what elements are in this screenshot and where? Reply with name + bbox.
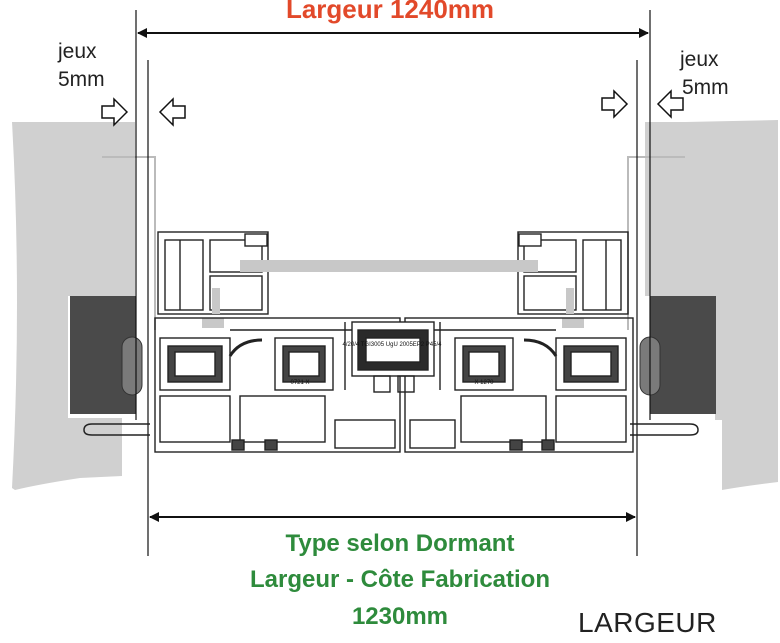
left-drip-profile [83, 423, 150, 436]
gap-right-line1: jeux [680, 48, 719, 71]
gap-arrow-right-out [656, 89, 684, 119]
gap-arrow-right-in [601, 89, 629, 119]
glass-spec-mark: 4/20/4 TGI3005 UgU 2005EP2 P45/4 [343, 342, 443, 348]
gap-left-line1: jeux [58, 40, 97, 63]
right-dark-block [650, 296, 716, 414]
right-drip-profile [630, 423, 699, 436]
center-interlock [351, 321, 435, 393]
gap-left-label: jeux 5mm [58, 38, 105, 94]
right-gasket-mark: X 1270 [474, 380, 494, 386]
gap-right-label: jeux 5mm [680, 46, 729, 102]
corner-label: LARGEUR [578, 607, 717, 638]
gap-right-line2: 5mm [682, 76, 729, 99]
left-wall [12, 122, 135, 490]
top-dimension-label: Largeur 1240mm [285, 0, 495, 24]
bottom-label-line2: Largeur - Côte Fabrication [249, 566, 551, 593]
lower-sash-left [154, 317, 401, 453]
gap-arrow-left-in [101, 97, 129, 127]
gap-left-line2: 5mm [58, 68, 105, 91]
left-grey-clip [212, 288, 220, 314]
lower-sash-right [404, 317, 634, 453]
gap-arrow-left-out [158, 97, 186, 127]
left-reveal-line [102, 156, 156, 330]
upper-glazing-bar [240, 260, 538, 272]
bottom-label-line3: 1230mm [351, 603, 449, 630]
left-gasket-mark: 0721 X [290, 380, 309, 386]
right-wall [645, 120, 778, 490]
right-grey-clip [566, 288, 574, 314]
left-grey-cap [202, 318, 224, 328]
right-grey-cap [562, 318, 584, 328]
left-seal-pad [121, 336, 143, 396]
bottom-label-line1: Type selon Dormant [285, 530, 515, 557]
upper-frame-right [517, 231, 629, 315]
